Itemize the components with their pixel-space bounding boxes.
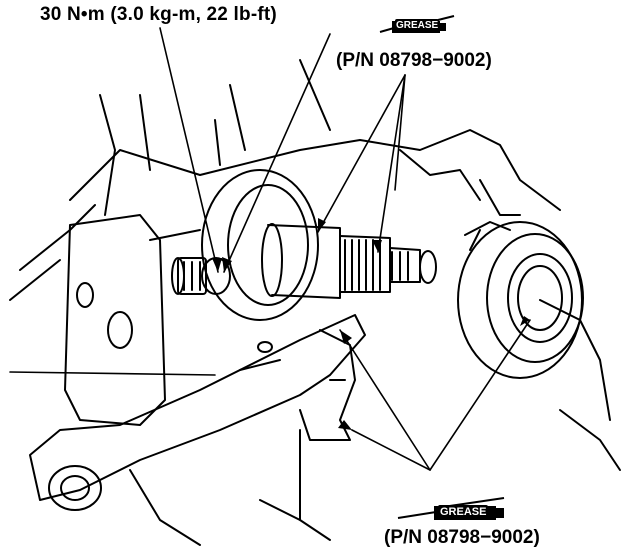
grease-tube-icon: GREASE (378, 14, 458, 36)
part-number-bottom: (P/N 08798−9002) (384, 527, 540, 548)
grease-tube-icon-bottom: GREASE (396, 496, 516, 520)
part-number-top: (P/N 08798−9002) (336, 50, 492, 71)
transmission-housing (9, 59, 621, 546)
pivot-boss (64, 214, 201, 426)
release-fork (29, 314, 366, 511)
arrowheads (212, 218, 530, 430)
input-shaft (261, 223, 437, 299)
release-bearing (457, 221, 584, 379)
grease-bottom-label: GREASE (438, 505, 489, 519)
grease-top-label: GREASE (395, 19, 440, 33)
pivot-bolt (171, 257, 231, 295)
clutch-housing-ring (201, 169, 319, 321)
torque-spec-label: 30 N•m (3.0 kg-m, 22 lb-ft) (40, 4, 277, 25)
leader-lines (9, 27, 531, 471)
